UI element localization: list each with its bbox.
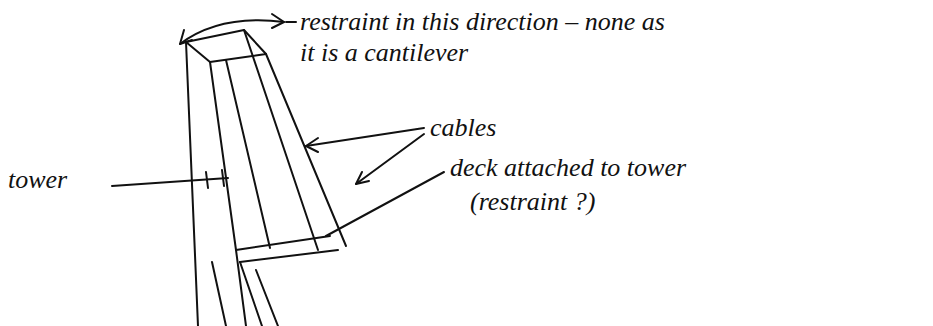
tower-edge <box>186 42 198 326</box>
leader-line <box>356 134 424 184</box>
tower-edge <box>210 62 246 326</box>
arrow-head <box>180 30 192 44</box>
deck-line <box>240 262 262 326</box>
deck-line <box>256 270 278 326</box>
leader-tick <box>206 170 224 188</box>
note-text: (restraint ?) <box>470 186 690 217</box>
cable-line <box>266 54 346 246</box>
part-label: cables <box>430 112 590 143</box>
arrow-head <box>272 14 284 28</box>
leader-line <box>326 172 444 236</box>
direction-arrow <box>180 20 284 44</box>
leader-line <box>306 128 424 146</box>
note-text: deck attached to tower <box>450 152 890 183</box>
deck-line <box>240 250 338 262</box>
part-label: tower <box>8 164 118 195</box>
note-text: restraint in this direction – none as it… <box>300 6 680 68</box>
leader-line <box>112 178 228 186</box>
deck-line <box>236 236 330 250</box>
arrow-head <box>356 172 369 184</box>
arrow-head <box>306 138 318 152</box>
tower-edge <box>212 262 226 326</box>
leader-line <box>286 21 296 23</box>
